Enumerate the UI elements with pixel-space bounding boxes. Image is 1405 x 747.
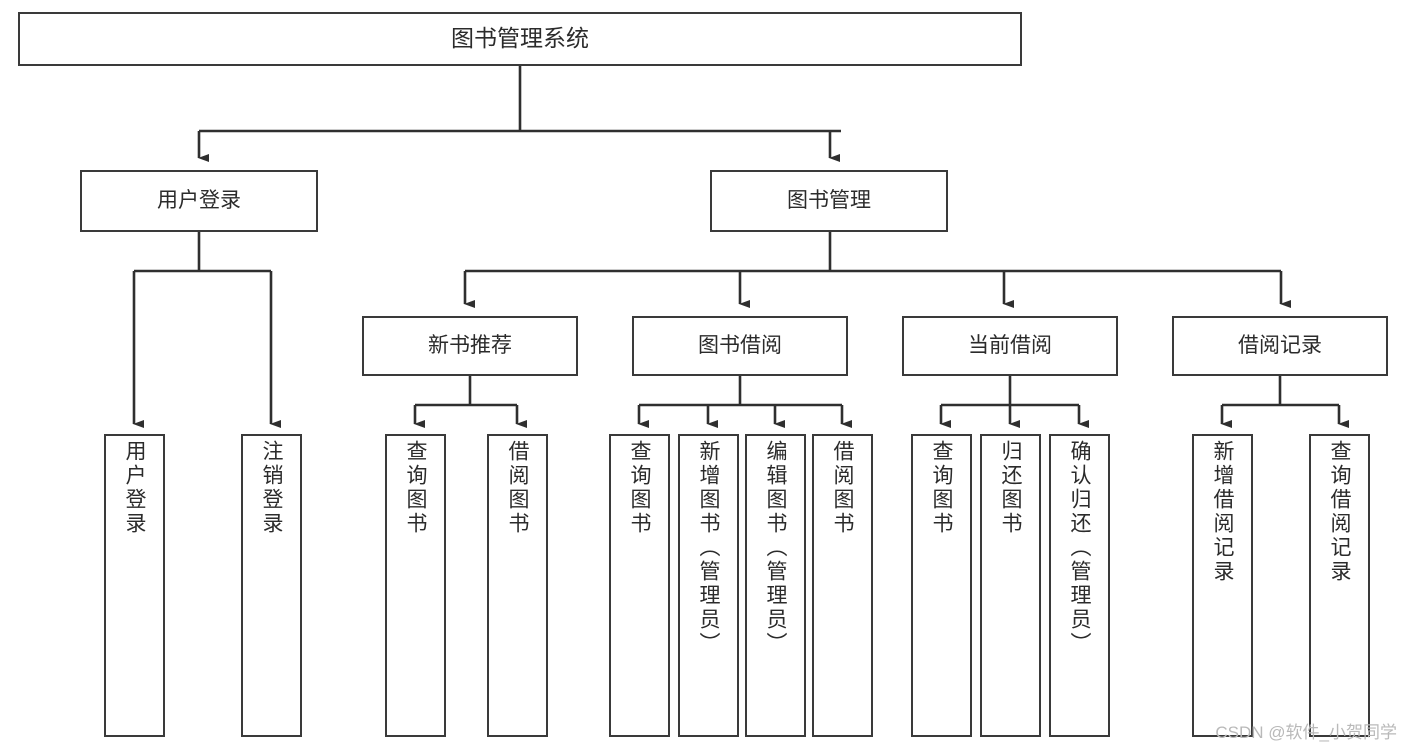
node-book-borrow-label: 图书借阅 (698, 333, 782, 357)
node-leaf-query-book-current-label: 查询图书 (930, 440, 953, 536)
node-new-book-recommend-label: 新书推荐 (428, 333, 512, 357)
node-leaf-confirm-return-label: 确认归还（管理员） (1068, 440, 1091, 656)
node-leaf-user-logout[interactable]: 注销登录 (241, 434, 302, 737)
node-leaf-user-login[interactable]: 用户登录 (104, 434, 165, 737)
node-leaf-query-book-current[interactable]: 查询图书 (911, 434, 972, 737)
node-leaf-query-book-rec[interactable]: 查询图书 (385, 434, 446, 737)
node-book-borrow[interactable]: 图书借阅 (632, 316, 848, 376)
node-leaf-edit-book-label: 编辑图书（管理员） (764, 440, 787, 656)
node-leaf-return-book-label: 归还图书 (999, 440, 1022, 536)
node-leaf-query-book-borrow-label: 查询图书 (628, 440, 651, 536)
node-borrow-record[interactable]: 借阅记录 (1172, 316, 1388, 376)
node-leaf-borrow-book-rec-label: 借阅图书 (506, 440, 529, 536)
node-user-login[interactable]: 用户登录 (80, 170, 318, 232)
node-leaf-add-book-label: 新增图书（管理员） (697, 440, 720, 656)
node-leaf-confirm-return[interactable]: 确认归还（管理员） (1049, 434, 1110, 737)
node-leaf-add-book[interactable]: 新增图书（管理员） (678, 434, 739, 737)
node-borrow-record-label: 借阅记录 (1238, 333, 1322, 357)
node-leaf-return-book[interactable]: 归还图书 (980, 434, 1041, 737)
node-current-borrow-label: 当前借阅 (968, 333, 1052, 357)
node-user-login-label: 用户登录 (157, 188, 241, 212)
node-leaf-user-logout-label: 注销登录 (260, 440, 283, 536)
node-root-label: 图书管理系统 (451, 25, 589, 52)
node-leaf-user-login-label: 用户登录 (123, 440, 146, 536)
node-leaf-borrow-book[interactable]: 借阅图书 (812, 434, 873, 737)
node-leaf-edit-book[interactable]: 编辑图书（管理员） (745, 434, 806, 737)
node-current-borrow[interactable]: 当前借阅 (902, 316, 1118, 376)
node-leaf-add-record-label: 新增借阅记录 (1211, 440, 1234, 584)
node-new-book-recommend[interactable]: 新书推荐 (362, 316, 578, 376)
node-root-system[interactable]: 图书管理系统 (18, 12, 1022, 66)
node-book-management[interactable]: 图书管理 (710, 170, 948, 232)
node-leaf-query-record-label: 查询借阅记录 (1328, 440, 1351, 584)
node-leaf-query-book-rec-label: 查询图书 (404, 440, 427, 536)
watermark-text: CSDN @软件_小贺同学 (1215, 723, 1397, 742)
node-leaf-borrow-book-label: 借阅图书 (831, 440, 854, 536)
node-leaf-query-book-borrow[interactable]: 查询图书 (609, 434, 670, 737)
node-leaf-borrow-book-rec[interactable]: 借阅图书 (487, 434, 548, 737)
node-book-management-label: 图书管理 (787, 188, 871, 212)
node-leaf-query-record[interactable]: 查询借阅记录 (1309, 434, 1370, 737)
node-leaf-add-record[interactable]: 新增借阅记录 (1192, 434, 1253, 737)
